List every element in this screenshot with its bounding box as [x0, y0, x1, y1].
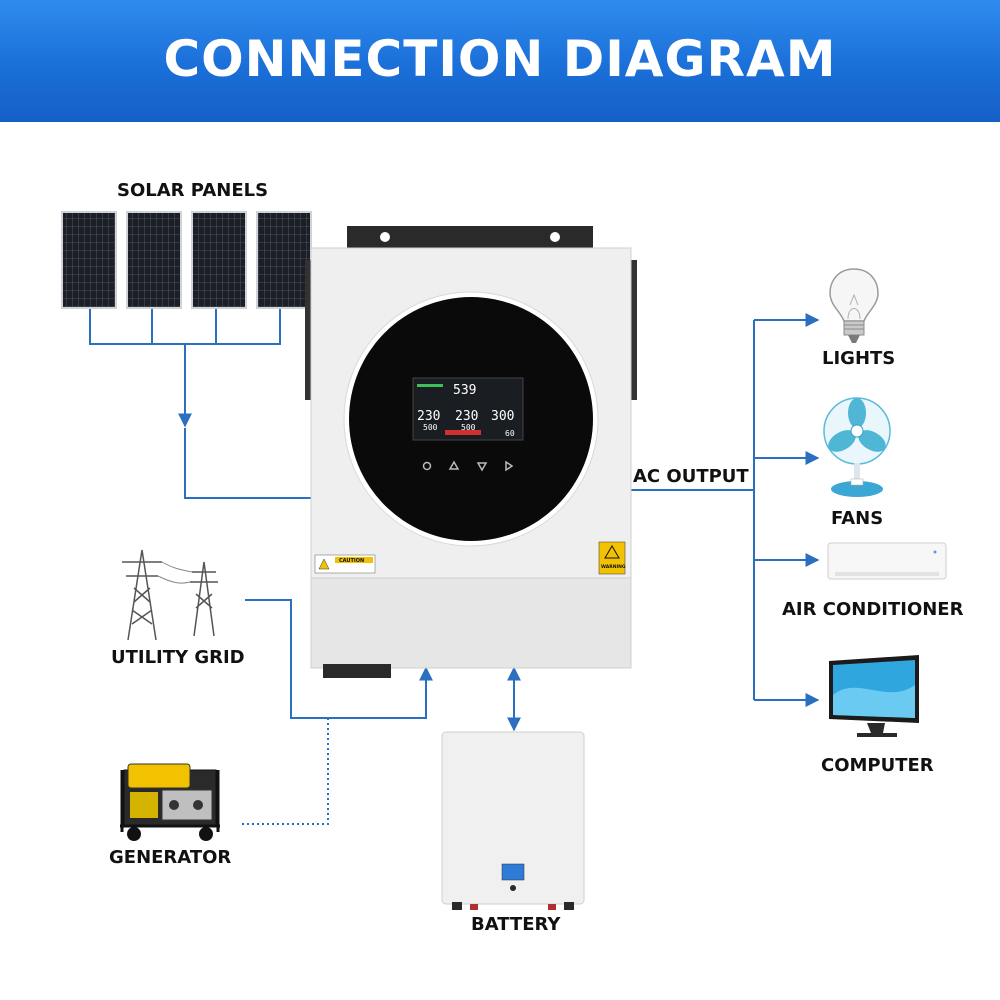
generator-label: GENERATOR [109, 847, 232, 868]
down-button-icon [476, 462, 488, 472]
utility-grid-tower-icon [122, 549, 218, 641]
computer-label: COMPUTER [821, 755, 934, 776]
lcd-left-sub: 500 [423, 423, 438, 432]
solar-wire [89, 308, 281, 345]
ac-output-label: AC OUTPUT [633, 466, 749, 487]
utility-grid-label: UTILITY GRID [111, 647, 245, 668]
lcd-top-value: 539 [453, 383, 476, 398]
light-bulb-icon [829, 268, 879, 343]
battery-pack-icon [441, 731, 585, 910]
ac-output-wire [630, 320, 755, 700]
warning-text: WARNING [601, 564, 626, 570]
air-conditioner-icon [827, 542, 947, 580]
lcd-mid-sub: 500 [461, 423, 476, 432]
lcd-mid-value: 230 [455, 409, 478, 424]
fans-label: FANS [831, 508, 884, 529]
fan-icon [823, 397, 891, 497]
lcd-right-value: 300 [491, 409, 514, 424]
mount-hole [550, 232, 560, 242]
solar-to-inverter-wire [184, 344, 312, 499]
generator-wire [242, 718, 329, 825]
generator-icon [120, 763, 220, 841]
back-button-icon [505, 460, 514, 472]
header-banner: CONNECTION DIAGRAM [0, 0, 1000, 122]
lights-label: LIGHTS [822, 348, 896, 369]
page-title: CONNECTION DIAGRAM [163, 30, 837, 88]
solar-panels-label: SOLAR PANELS [117, 180, 269, 201]
power-button-icon [422, 461, 432, 471]
grid-wire [245, 599, 433, 719]
solar-panels-icon [61, 211, 312, 309]
battery-label: BATTERY [471, 914, 561, 935]
lcd-screen [412, 377, 524, 441]
up-button-icon [448, 460, 460, 470]
air-conditioner-label: AIR CONDITIONER [782, 599, 964, 620]
caution-text: CAUTION [339, 558, 364, 564]
lcd-left-value: 230 [417, 409, 440, 424]
computer-monitor-icon [829, 655, 919, 737]
hybrid-inverter: 539 230 230 300 500 500 60 CAUTION WARNI… [305, 226, 637, 678]
lcd-right-sub: 60 [505, 429, 515, 438]
mount-hole [380, 232, 390, 242]
